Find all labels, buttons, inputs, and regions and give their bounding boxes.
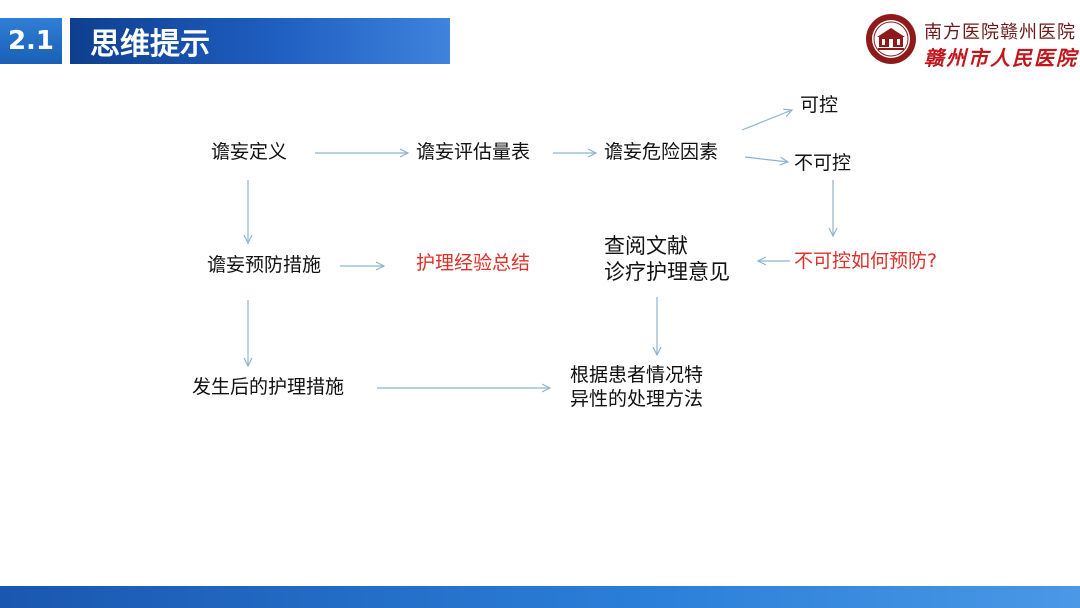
node-individual-method: 根据患者情况特 异性的处理方法 <box>570 364 703 412</box>
hospital-logo: 南方医院赣州医院 赣州市人民医院 <box>864 12 1076 70</box>
node-risk-factors: 谵妄危险因素 <box>604 141 719 163</box>
node-nursing-experience: 护理经验总结 <box>416 252 531 274</box>
method-line-2: 异性的处理方法 <box>570 387 704 410</box>
node-controllable: 可控 <box>800 94 839 116</box>
node-definition: 谵妄定义 <box>211 141 288 163</box>
section-number: 2.1 <box>0 18 62 64</box>
method-line-1: 根据患者情况特 <box>570 364 704 386</box>
logo-text-line2: 赣州市人民医院 <box>924 46 1078 70</box>
node-assessment-scale: 谵妄评估量表 <box>416 141 531 163</box>
arrow-risk-to-controllable <box>741 110 792 131</box>
node-prevention-measures: 谵妄预防措施 <box>207 254 322 276</box>
page-title: 思维提示 <box>70 18 450 64</box>
literature-line-2: 诊疗护理意见 <box>604 260 730 285</box>
logo-text-line1: 南方医院赣州医院 <box>924 22 1076 43</box>
node-literature-review: 查阅文献 诊疗护理意见 <box>604 233 730 286</box>
literature-line-1: 查阅文献 <box>604 234 688 258</box>
node-after-occurrence: 发生后的护理措施 <box>192 376 345 398</box>
node-uncontrollable-prevention: 不可控如何预防? <box>794 250 938 272</box>
hospital-seal-icon <box>866 14 916 64</box>
arrow-risk-to-uncontrollable <box>744 156 788 162</box>
footer-band <box>0 586 1080 608</box>
node-uncontrollable: 不可控 <box>794 152 852 174</box>
